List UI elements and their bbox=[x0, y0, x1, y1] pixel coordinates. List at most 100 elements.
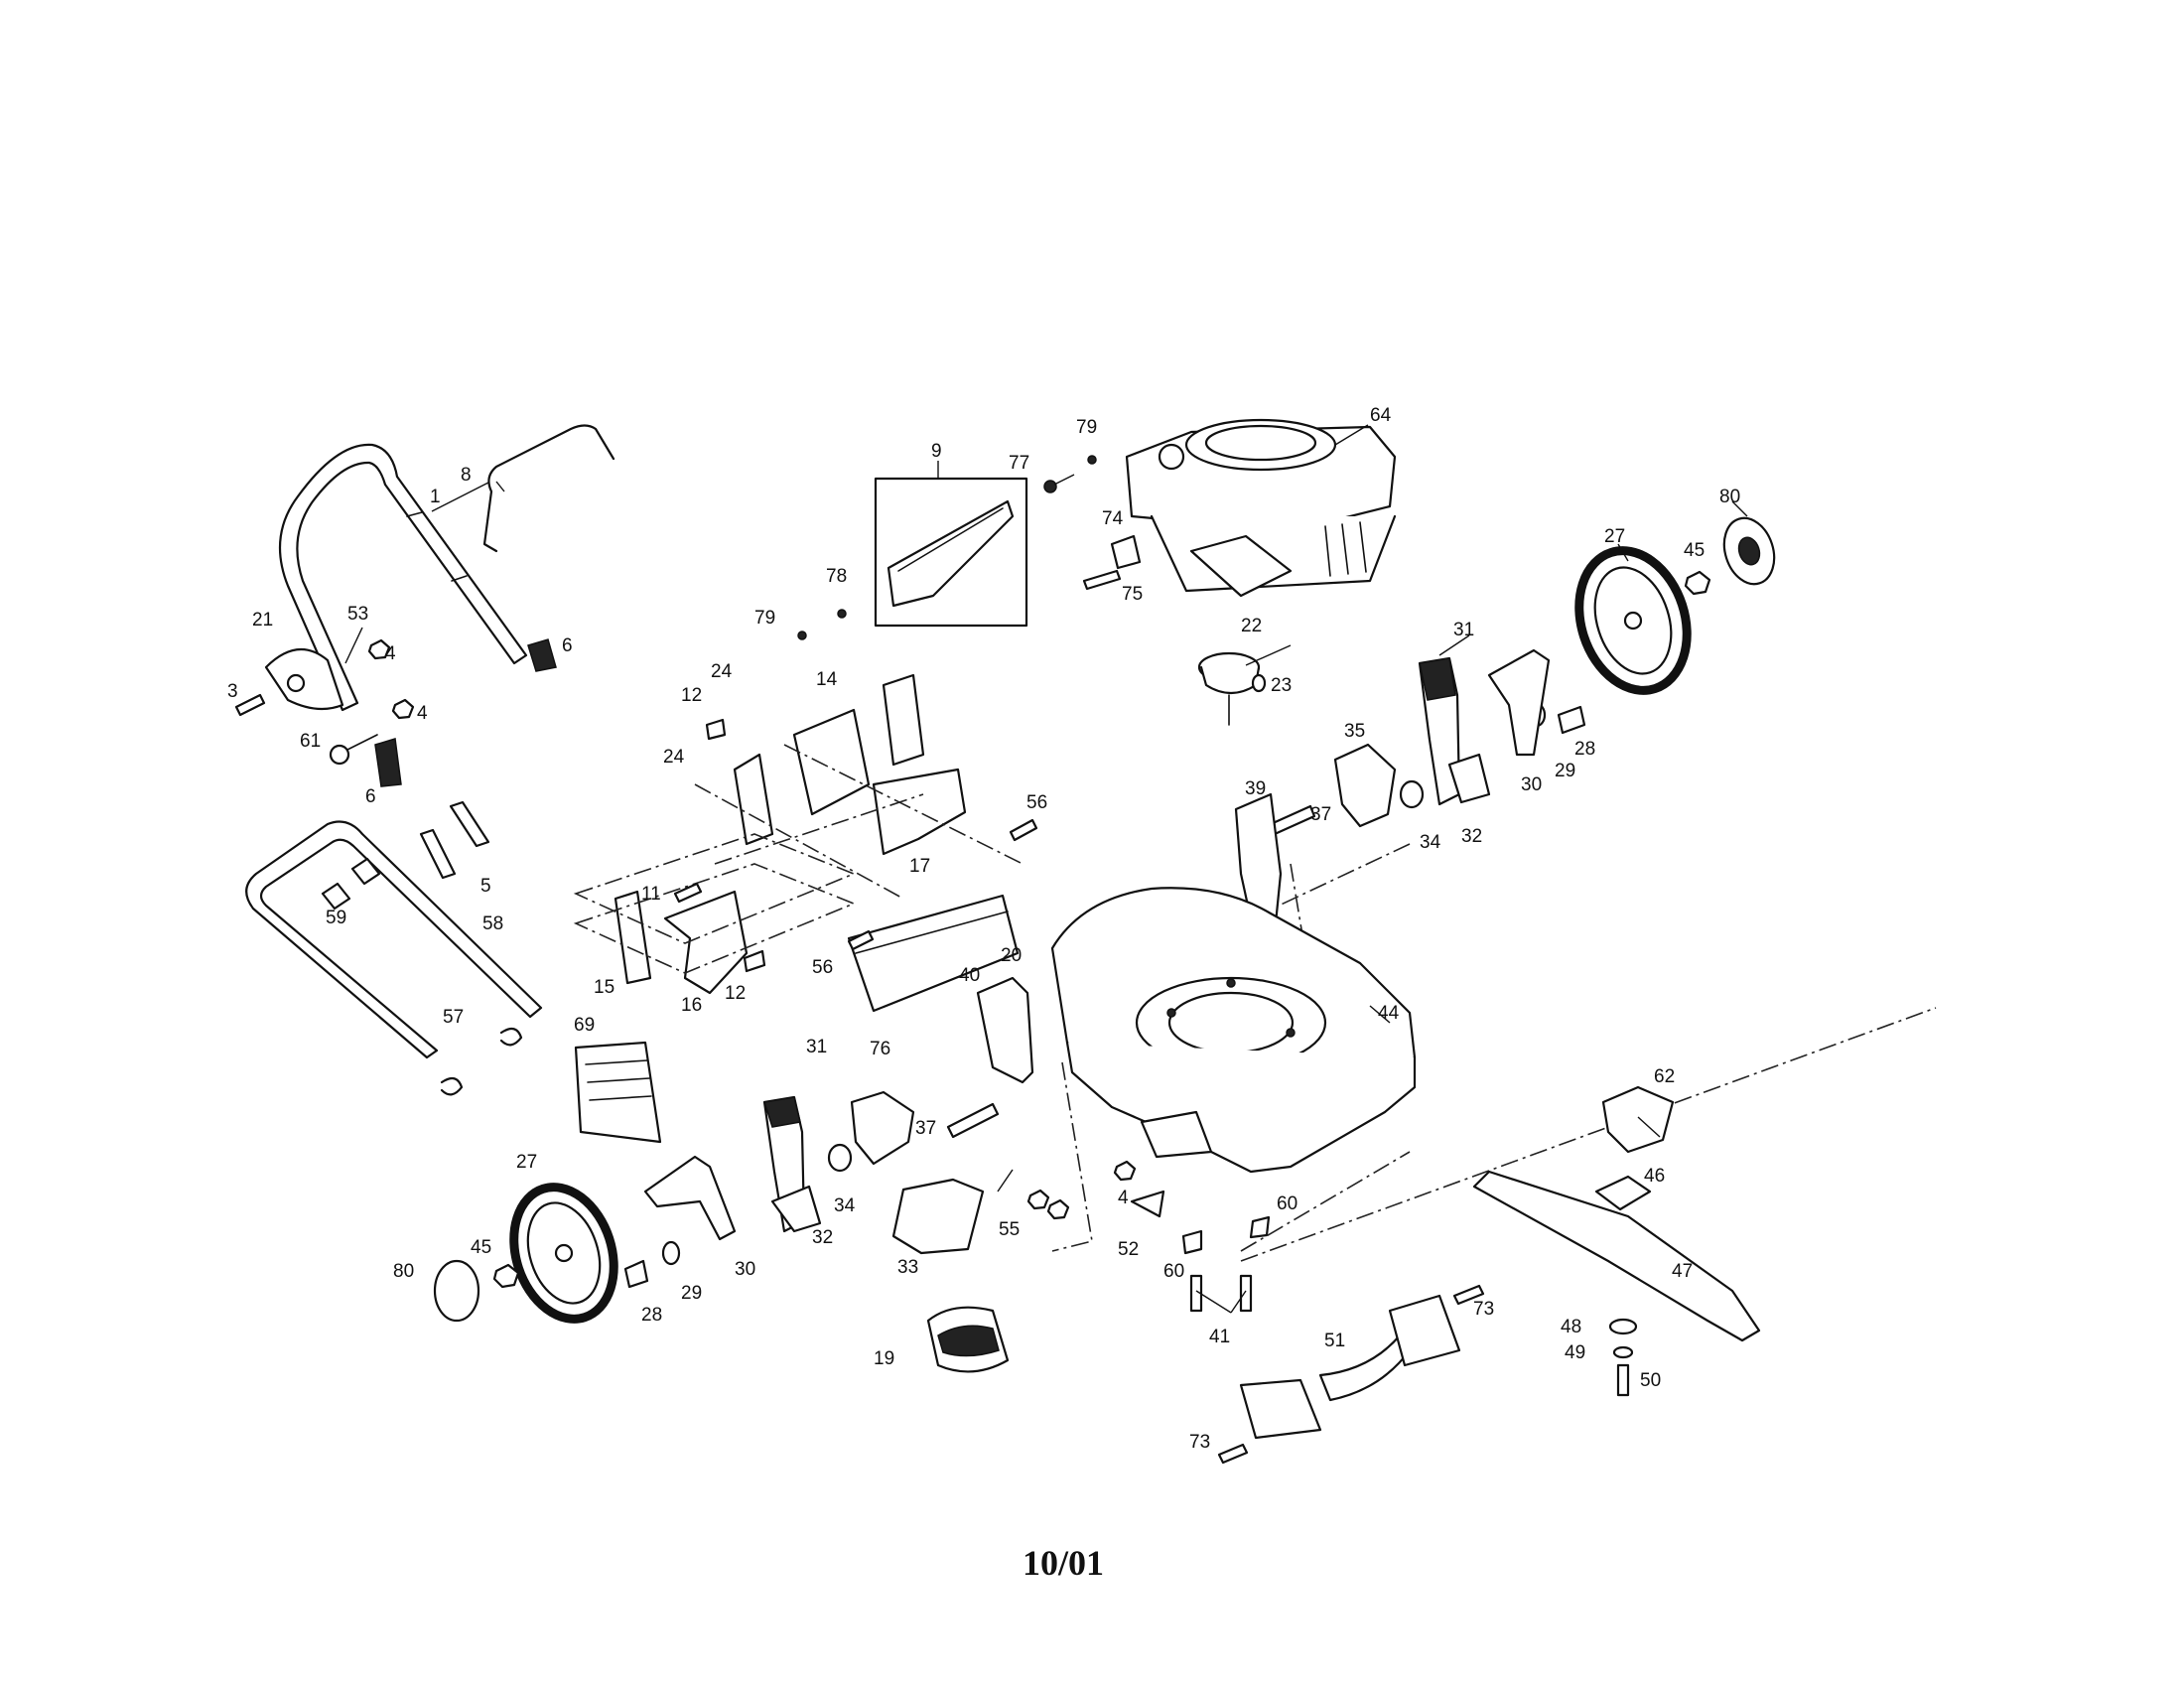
mower-deck bbox=[1050, 887, 1417, 1174]
blade-adapter-62 bbox=[1601, 1085, 1675, 1154]
callout-59: 59 bbox=[326, 908, 346, 928]
callout-37: 37 bbox=[915, 1118, 936, 1139]
axle-bracket-30-right bbox=[1487, 648, 1551, 757]
washer-48 bbox=[1608, 1318, 1638, 1335]
callout-56: 56 bbox=[812, 957, 833, 978]
callout-73: 73 bbox=[1189, 1432, 1210, 1453]
callout-56: 56 bbox=[1026, 792, 1047, 813]
callout-37: 37 bbox=[1310, 804, 1331, 825]
blade-bolt-50 bbox=[1616, 1363, 1630, 1397]
callout-34: 34 bbox=[1420, 832, 1441, 853]
handle-knob-lower bbox=[374, 738, 402, 787]
callout-53: 53 bbox=[347, 604, 368, 625]
callout-77: 77 bbox=[1009, 453, 1029, 474]
key-23 bbox=[1251, 673, 1267, 693]
blade-47 bbox=[1472, 1170, 1761, 1342]
cable-clip-57 bbox=[440, 1027, 523, 1096]
callout-labels: 1 3 4 4 4 5 6 6 8 9 11 12 12 14 15 16 17… bbox=[227, 405, 1740, 1453]
callout-73: 73 bbox=[1473, 1299, 1494, 1320]
callout-19: 19 bbox=[874, 1348, 894, 1369]
eye-bolt bbox=[329, 734, 378, 766]
hubcap-80-left bbox=[433, 1259, 480, 1323]
callout-4: 4 bbox=[385, 643, 396, 664]
bolt-73-b bbox=[1217, 1443, 1249, 1465]
bolt-73-a bbox=[1452, 1284, 1485, 1306]
nut-55-b bbox=[1046, 1198, 1070, 1220]
callout-41: 41 bbox=[1209, 1327, 1230, 1347]
engine bbox=[1125, 418, 1397, 598]
callout-40: 40 bbox=[959, 965, 980, 986]
bracket-24 bbox=[733, 753, 774, 846]
bolt-75 bbox=[1082, 569, 1122, 591]
bracket-15 bbox=[614, 890, 652, 985]
hubcap-80-right bbox=[1722, 516, 1776, 586]
callout-44: 44 bbox=[1378, 1003, 1400, 1024]
axle-bolt-28-left bbox=[623, 1259, 649, 1289]
callout-3: 3 bbox=[227, 681, 238, 702]
spring-77 bbox=[1043, 480, 1057, 493]
callout-39: 39 bbox=[1245, 778, 1266, 799]
callout-28: 28 bbox=[1574, 739, 1595, 760]
date-code: 10/01 bbox=[1023, 1543, 1104, 1583]
spacer-34-left bbox=[827, 1143, 853, 1173]
nut-45-left bbox=[492, 1263, 520, 1289]
callout-57: 57 bbox=[443, 1007, 464, 1028]
bolt-56-a bbox=[1009, 818, 1038, 842]
blade-adapter-22 bbox=[1197, 651, 1261, 726]
bolt-41-b bbox=[1239, 1274, 1253, 1313]
callout-80: 80 bbox=[1719, 487, 1740, 507]
callout-12: 12 bbox=[725, 983, 746, 1004]
callout-8: 8 bbox=[461, 465, 472, 486]
callout-6: 6 bbox=[365, 786, 376, 807]
spring-78 bbox=[837, 609, 847, 619]
callout-17: 17 bbox=[909, 856, 930, 877]
callout-22: 22 bbox=[1241, 616, 1262, 636]
chute-17 bbox=[872, 768, 967, 856]
callout-76: 76 bbox=[870, 1039, 890, 1059]
side-bracket-40 bbox=[976, 976, 1034, 1084]
nut-4-deck bbox=[1113, 1160, 1137, 1182]
lockwasher-49 bbox=[1612, 1345, 1634, 1359]
door-20 bbox=[847, 894, 1020, 1013]
bracket-74 bbox=[1110, 534, 1142, 570]
callout-52: 52 bbox=[1118, 1239, 1139, 1260]
bolt-11 bbox=[673, 882, 703, 904]
callout-48: 48 bbox=[1561, 1317, 1581, 1337]
bolt-37-right bbox=[1269, 804, 1316, 836]
callout-61: 61 bbox=[300, 731, 321, 752]
callout-29: 29 bbox=[681, 1283, 702, 1304]
callout-31: 31 bbox=[806, 1037, 827, 1057]
callout-4: 4 bbox=[1118, 1188, 1129, 1208]
callout-4: 4 bbox=[417, 703, 428, 724]
callout-64: 64 bbox=[1370, 405, 1392, 426]
bolt-5-b bbox=[419, 828, 457, 880]
callout-12: 12 bbox=[681, 685, 702, 706]
callout-55: 55 bbox=[999, 1219, 1020, 1240]
callout-75: 75 bbox=[1122, 584, 1143, 605]
callout-35: 35 bbox=[1344, 721, 1365, 742]
callout-32: 32 bbox=[1461, 826, 1482, 847]
callout-31: 31 bbox=[1453, 620, 1474, 640]
callout-1: 1 bbox=[430, 487, 441, 507]
callout-16: 16 bbox=[681, 995, 702, 1016]
callout-74: 74 bbox=[1102, 508, 1124, 529]
callout-21: 21 bbox=[252, 610, 273, 631]
callout-80: 80 bbox=[393, 1261, 414, 1282]
lever-bracket-32-right bbox=[1447, 753, 1491, 804]
callout-5: 5 bbox=[480, 876, 491, 897]
bracket-76 bbox=[850, 1090, 915, 1166]
callout-15: 15 bbox=[594, 977, 614, 998]
rod-79-bottom bbox=[797, 631, 807, 640]
spacer-34-right bbox=[1399, 779, 1425, 809]
callout-79: 79 bbox=[754, 608, 775, 629]
callout-69: 69 bbox=[574, 1015, 595, 1036]
callout-23: 23 bbox=[1271, 675, 1292, 696]
callout-45: 45 bbox=[1684, 540, 1705, 561]
callout-11: 11 bbox=[641, 884, 661, 905]
callout-24: 24 bbox=[663, 747, 685, 768]
callout-50: 50 bbox=[1640, 1370, 1661, 1391]
axle-bracket-30-left bbox=[643, 1155, 737, 1241]
chute-assembly-9 bbox=[874, 477, 1028, 628]
skid-plate-51 bbox=[1239, 1294, 1461, 1440]
stiffener-46 bbox=[1594, 1175, 1652, 1211]
